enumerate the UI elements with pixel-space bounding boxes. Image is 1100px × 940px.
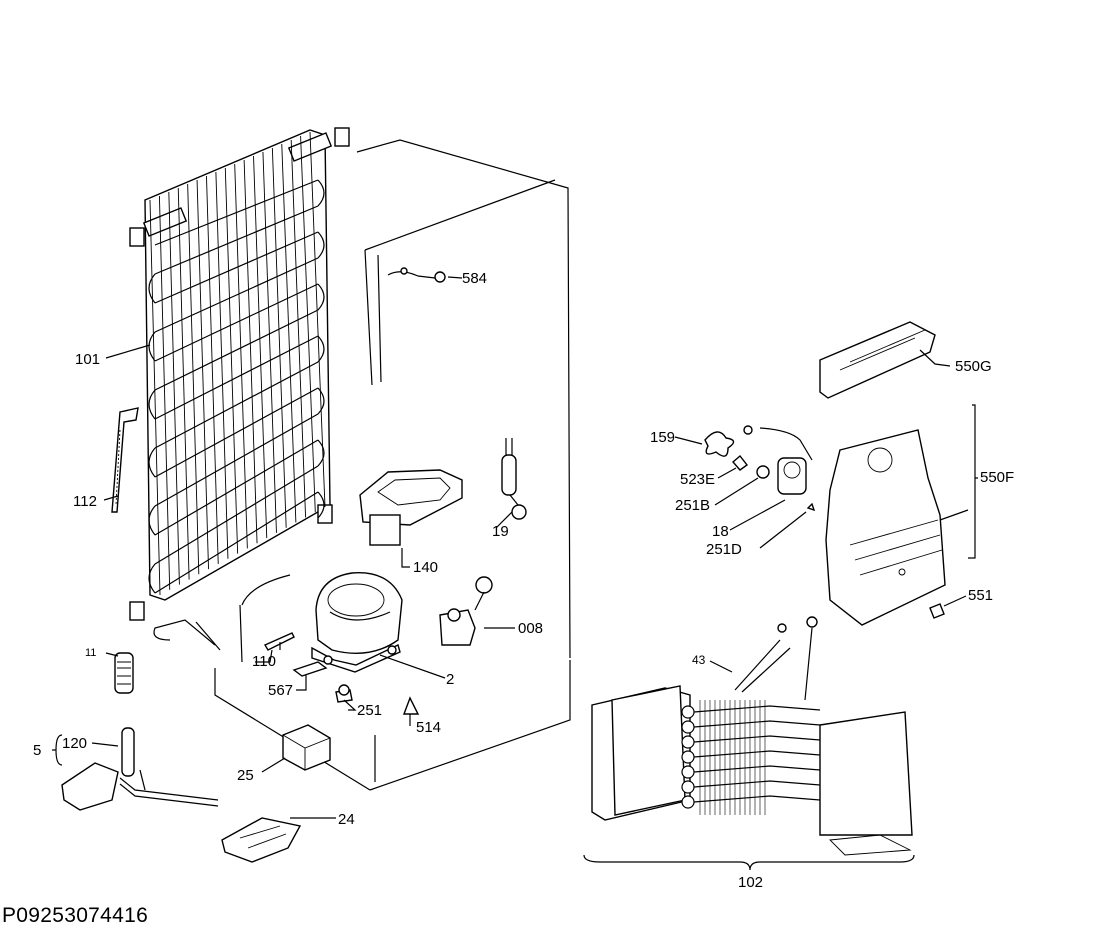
- leader-lines: [52, 276, 978, 871]
- label-008: 008: [518, 620, 543, 637]
- part-551: [929, 603, 945, 619]
- part-labels: 101 112 11 5 120 584 140 19 008 2 110 56…: [33, 270, 1014, 891]
- part-567: [292, 661, 328, 677]
- label-102: 102: [738, 874, 763, 891]
- part-251D: [806, 502, 816, 512]
- valve-assembly-5-part: [61, 727, 219, 811]
- label-251D: 251D: [706, 541, 742, 558]
- part-25: [282, 724, 331, 771]
- pipe-112-part: [111, 407, 139, 513]
- label-551: 551: [968, 587, 993, 604]
- label-101: 101: [75, 351, 100, 368]
- label-584: 584: [462, 270, 487, 287]
- label-11: 11: [85, 647, 96, 659]
- evaporator-102-part: [591, 616, 913, 856]
- fan-motor-18-part: [743, 425, 813, 495]
- duct-550G-part: [819, 321, 936, 399]
- label-567: 567: [268, 682, 293, 699]
- label-523E: 523E: [680, 471, 715, 488]
- label-251: 251: [357, 702, 382, 719]
- heater-19-part: [501, 438, 527, 520]
- duct-cover-550F-part: [825, 429, 946, 626]
- drier-11-part: [114, 652, 134, 694]
- part-110: [239, 574, 295, 663]
- relay-008-part: [439, 576, 493, 646]
- drip-tray-140-part: [359, 469, 463, 546]
- label-25: 25: [237, 767, 254, 784]
- label-120: 120: [62, 735, 87, 752]
- condenser-part: [129, 127, 350, 651]
- label-140: 140: [413, 559, 438, 576]
- compressor-2-part: [311, 572, 403, 673]
- label-19: 19: [492, 523, 509, 540]
- label-5: 5: [33, 742, 41, 759]
- label-159: 159: [650, 429, 675, 446]
- part-523E: [732, 454, 749, 471]
- label-251B: 251B: [675, 497, 710, 514]
- label-112: 112: [73, 493, 97, 510]
- label-550F: 550F: [980, 469, 1014, 486]
- bracket-24-part: [221, 817, 302, 863]
- label-514: 514: [416, 719, 441, 736]
- part-251B: [756, 465, 770, 479]
- fan-blade-159-part: [704, 431, 735, 457]
- document-code: P09253074416: [2, 904, 149, 927]
- label-43: 43: [692, 653, 706, 667]
- label-2: 2: [446, 671, 454, 688]
- label-24: 24: [338, 811, 355, 828]
- label-110: 110: [252, 653, 276, 670]
- wire-584-part: [387, 267, 446, 283]
- label-550G: 550G: [955, 358, 992, 375]
- label-18: 18: [712, 523, 729, 540]
- part-251: [335, 684, 353, 703]
- part-514: [402, 696, 420, 715]
